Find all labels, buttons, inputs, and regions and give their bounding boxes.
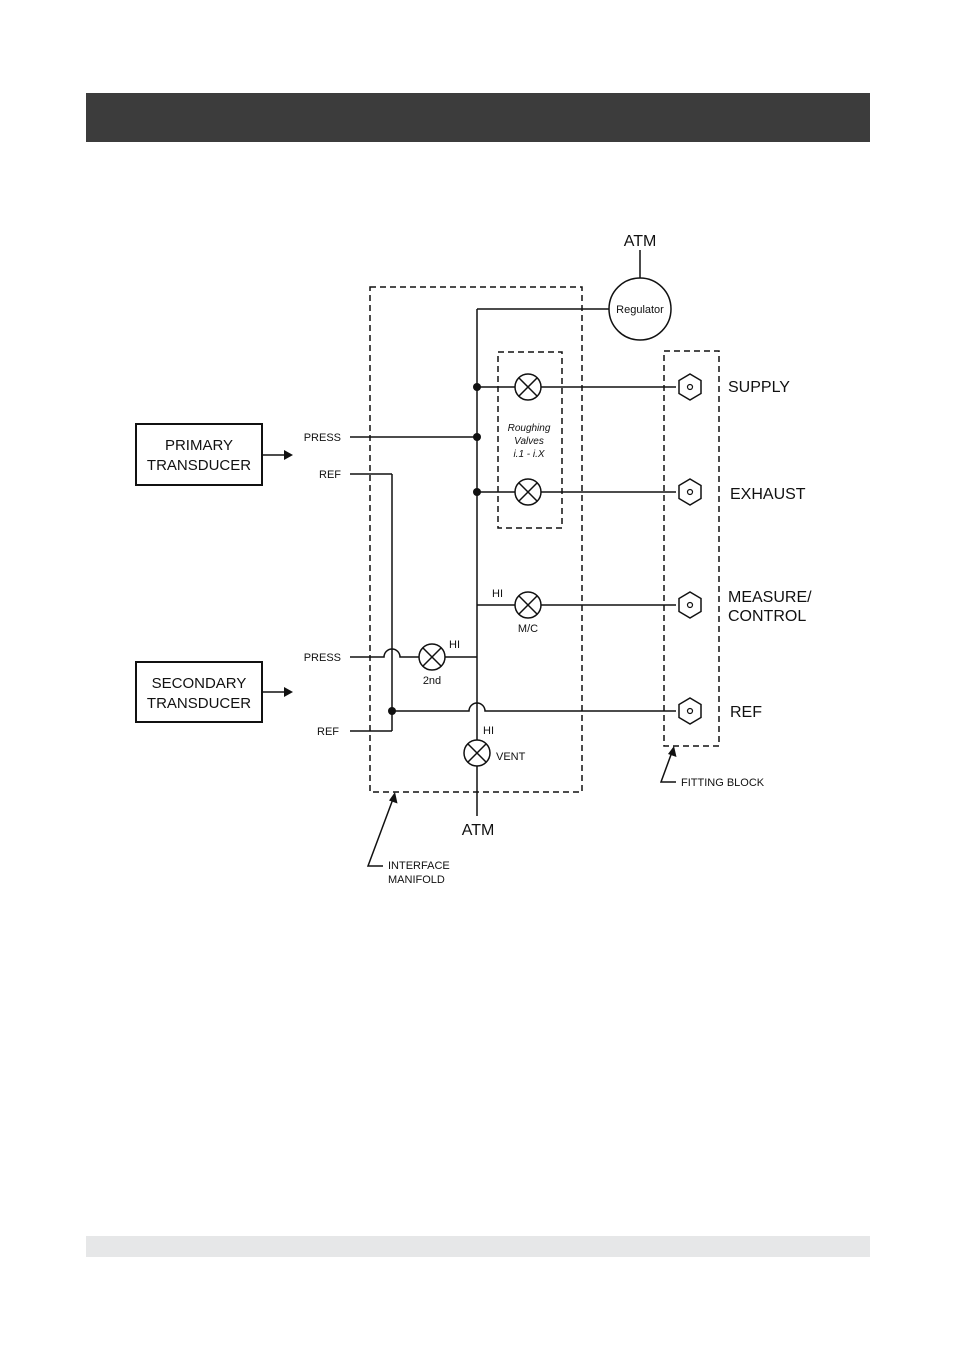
measure-label-1: MEASURE/ <box>728 589 812 606</box>
atm-label-top: ATM <box>624 233 657 250</box>
hi-label-mc: HI <box>492 588 503 600</box>
secondary-arrowhead <box>284 687 293 697</box>
mc-valve-label: M/C <box>518 623 538 635</box>
hi-label-vent: HI <box>483 725 494 737</box>
fitting-block-callout <box>661 752 676 782</box>
ref-line <box>392 703 676 711</box>
fitting-block-label: FITTING BLOCK <box>681 777 765 789</box>
measure-fitting-icon <box>679 592 701 618</box>
supply-fitting-icon <box>679 374 701 400</box>
mc-valve-icon <box>515 592 541 618</box>
interface-manifold-callout <box>368 799 393 866</box>
supply-valve-icon <box>515 374 541 400</box>
supply-junction <box>473 383 481 391</box>
secondary-transducer-label-2: TRANSDUCER <box>147 695 251 712</box>
roughing-valves-label-2: Valves <box>514 436 544 447</box>
exhaust-junction <box>473 488 481 496</box>
exhaust-valve-icon <box>515 479 541 505</box>
exhaust-label: EXHAUST <box>730 486 806 503</box>
measure-label-2: CONTROL <box>728 608 806 625</box>
roughing-valves-label-1: Roughing <box>508 423 551 434</box>
interface-manifold-box <box>370 287 582 792</box>
fitting-block-box <box>664 351 719 746</box>
exhaust-fitting-icon <box>679 479 701 505</box>
ref-junction <box>388 707 396 715</box>
primary-arrowhead <box>284 450 293 460</box>
hi-label-second: HI <box>449 639 460 651</box>
fitting-block-arrowhead <box>668 746 677 757</box>
primary-transducer-label-1: PRIMARY <box>165 437 233 454</box>
ref-fitting-icon <box>679 698 701 724</box>
press-label-primary: PRESS <box>304 432 341 444</box>
supply-label: SUPPLY <box>728 379 790 396</box>
roughing-valves-label-3: i.1 - i.X <box>513 449 544 460</box>
press-label-secondary: PRESS <box>304 652 341 664</box>
footer-bar <box>86 1236 870 1257</box>
primary-press-junction <box>473 433 481 441</box>
second-valve-icon <box>419 644 445 670</box>
ref-label-secondary: REF <box>317 726 339 738</box>
primary-transducer-box <box>136 424 262 485</box>
primary-transducer-label-2: TRANSDUCER <box>147 457 251 474</box>
ref-port-label: REF <box>730 704 762 721</box>
secondary-transducer-box <box>136 662 262 722</box>
vent-valve-icon <box>464 740 490 766</box>
interface-manifold-arrowhead <box>389 792 398 804</box>
atm-label-bottom: ATM <box>462 822 495 839</box>
secondary-transducer-label-1: SECONDARY <box>152 675 247 692</box>
ref-label-primary: REF <box>319 469 341 481</box>
interface-manifold-label-2: MANIFOLD <box>388 874 445 886</box>
vent-valve-label: VENT <box>496 751 526 763</box>
interface-manifold-label-1: INTERFACE <box>388 860 450 872</box>
regulator-label: Regulator <box>616 304 664 316</box>
second-valve-label: 2nd <box>423 675 441 687</box>
